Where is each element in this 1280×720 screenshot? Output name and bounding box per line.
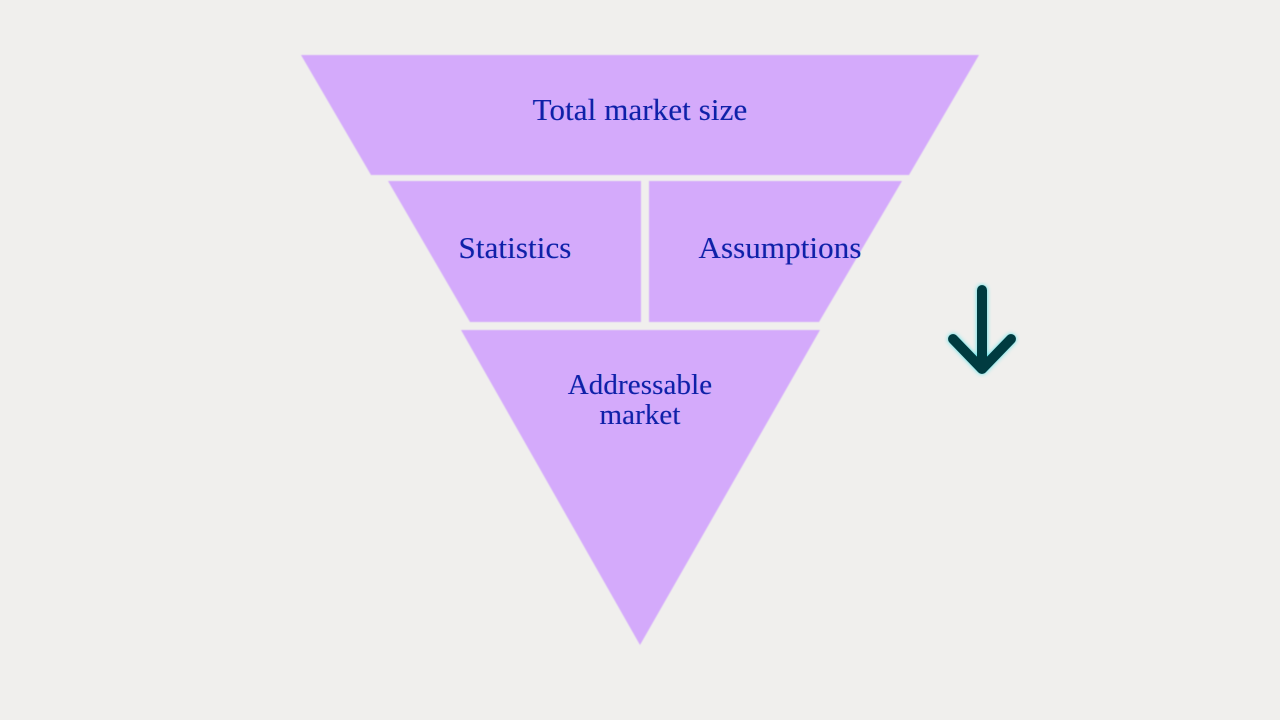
pyramid-segment-statistics[interactable] <box>388 181 641 322</box>
arrow-down-icon[interactable] <box>944 282 1020 378</box>
pyramid-segment-addressable-market[interactable] <box>461 330 820 645</box>
pyramid-segment-total-market-size[interactable] <box>301 55 979 175</box>
pyramid-segment-assumptions[interactable] <box>649 181 902 322</box>
